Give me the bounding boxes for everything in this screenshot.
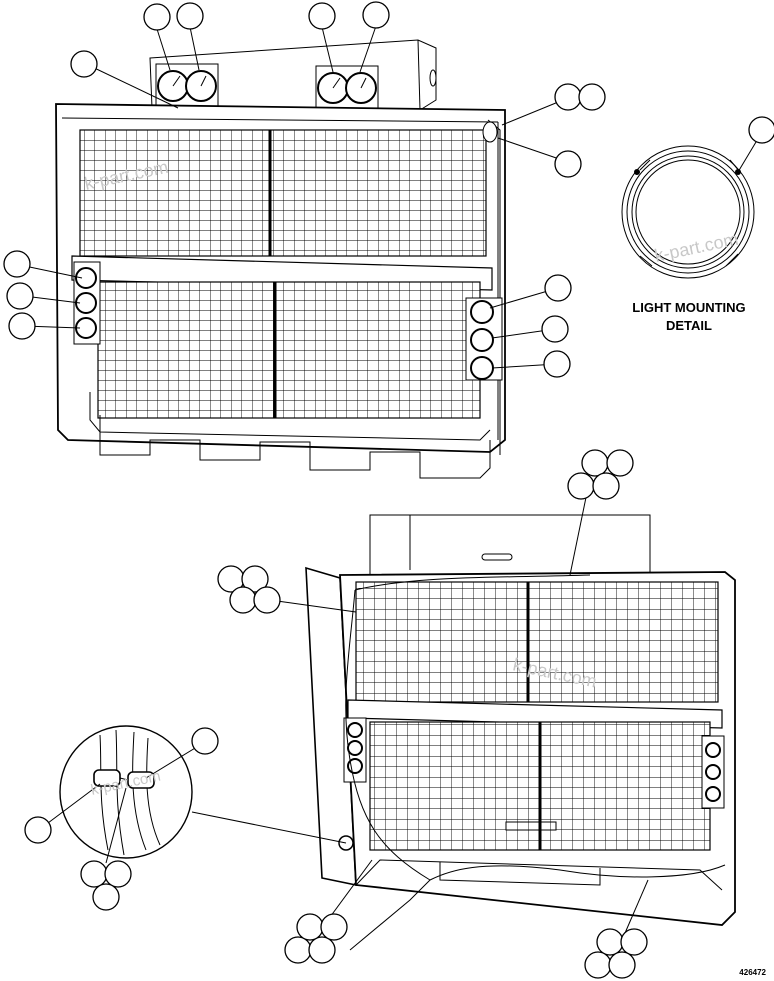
callout-bubble	[284, 936, 312, 964]
front-radiator-assembly	[55, 39, 506, 479]
figure-number: 426472	[739, 968, 766, 977]
callout-bubble	[567, 472, 595, 500]
callout-bubble	[176, 2, 204, 30]
callout-bubble	[229, 586, 257, 614]
detail-title-line1: LIGHT MOUNTING	[632, 300, 745, 315]
callout-bubble	[70, 50, 98, 78]
callout-bubble	[541, 315, 569, 343]
detail-title-line2: DETAIL	[666, 318, 712, 333]
callout-bubble	[308, 936, 336, 964]
callout-bubble	[320, 913, 348, 941]
callout-bubble	[3, 250, 31, 278]
watermark-detail: k-part.com	[653, 229, 740, 266]
callout-bubble	[362, 1, 390, 29]
callout-bubble	[748, 116, 774, 144]
harness-clip-detail	[59, 725, 347, 859]
callout-bubble	[253, 586, 281, 614]
callout-bubbles	[3, 1, 774, 979]
callout-bubble	[543, 350, 571, 378]
rear-radiator-assembly	[305, 514, 736, 951]
callout-bubble	[80, 860, 108, 888]
callout-bubble	[143, 3, 171, 31]
callout-bubble	[554, 83, 582, 111]
callout-bubble	[104, 860, 132, 888]
callout-bubble	[241, 565, 269, 593]
callout-bubble	[596, 928, 624, 956]
callout-bubble	[578, 83, 606, 111]
callout-bubble	[584, 951, 612, 979]
callout-bubble	[606, 449, 634, 477]
callout-bubble	[6, 282, 34, 310]
callout-bubble	[24, 816, 52, 844]
callout-bubble	[308, 2, 336, 30]
callout-bubble	[592, 472, 620, 500]
callout-bubble	[581, 449, 609, 477]
callout-bubble	[608, 951, 636, 979]
callout-bubble	[8, 312, 36, 340]
callout-bubble	[544, 274, 572, 302]
callout-bubble	[554, 150, 582, 178]
callout-bubble	[92, 883, 120, 911]
callout-bubble	[296, 913, 324, 941]
callout-bubble	[191, 727, 219, 755]
callout-bubble	[620, 928, 648, 956]
